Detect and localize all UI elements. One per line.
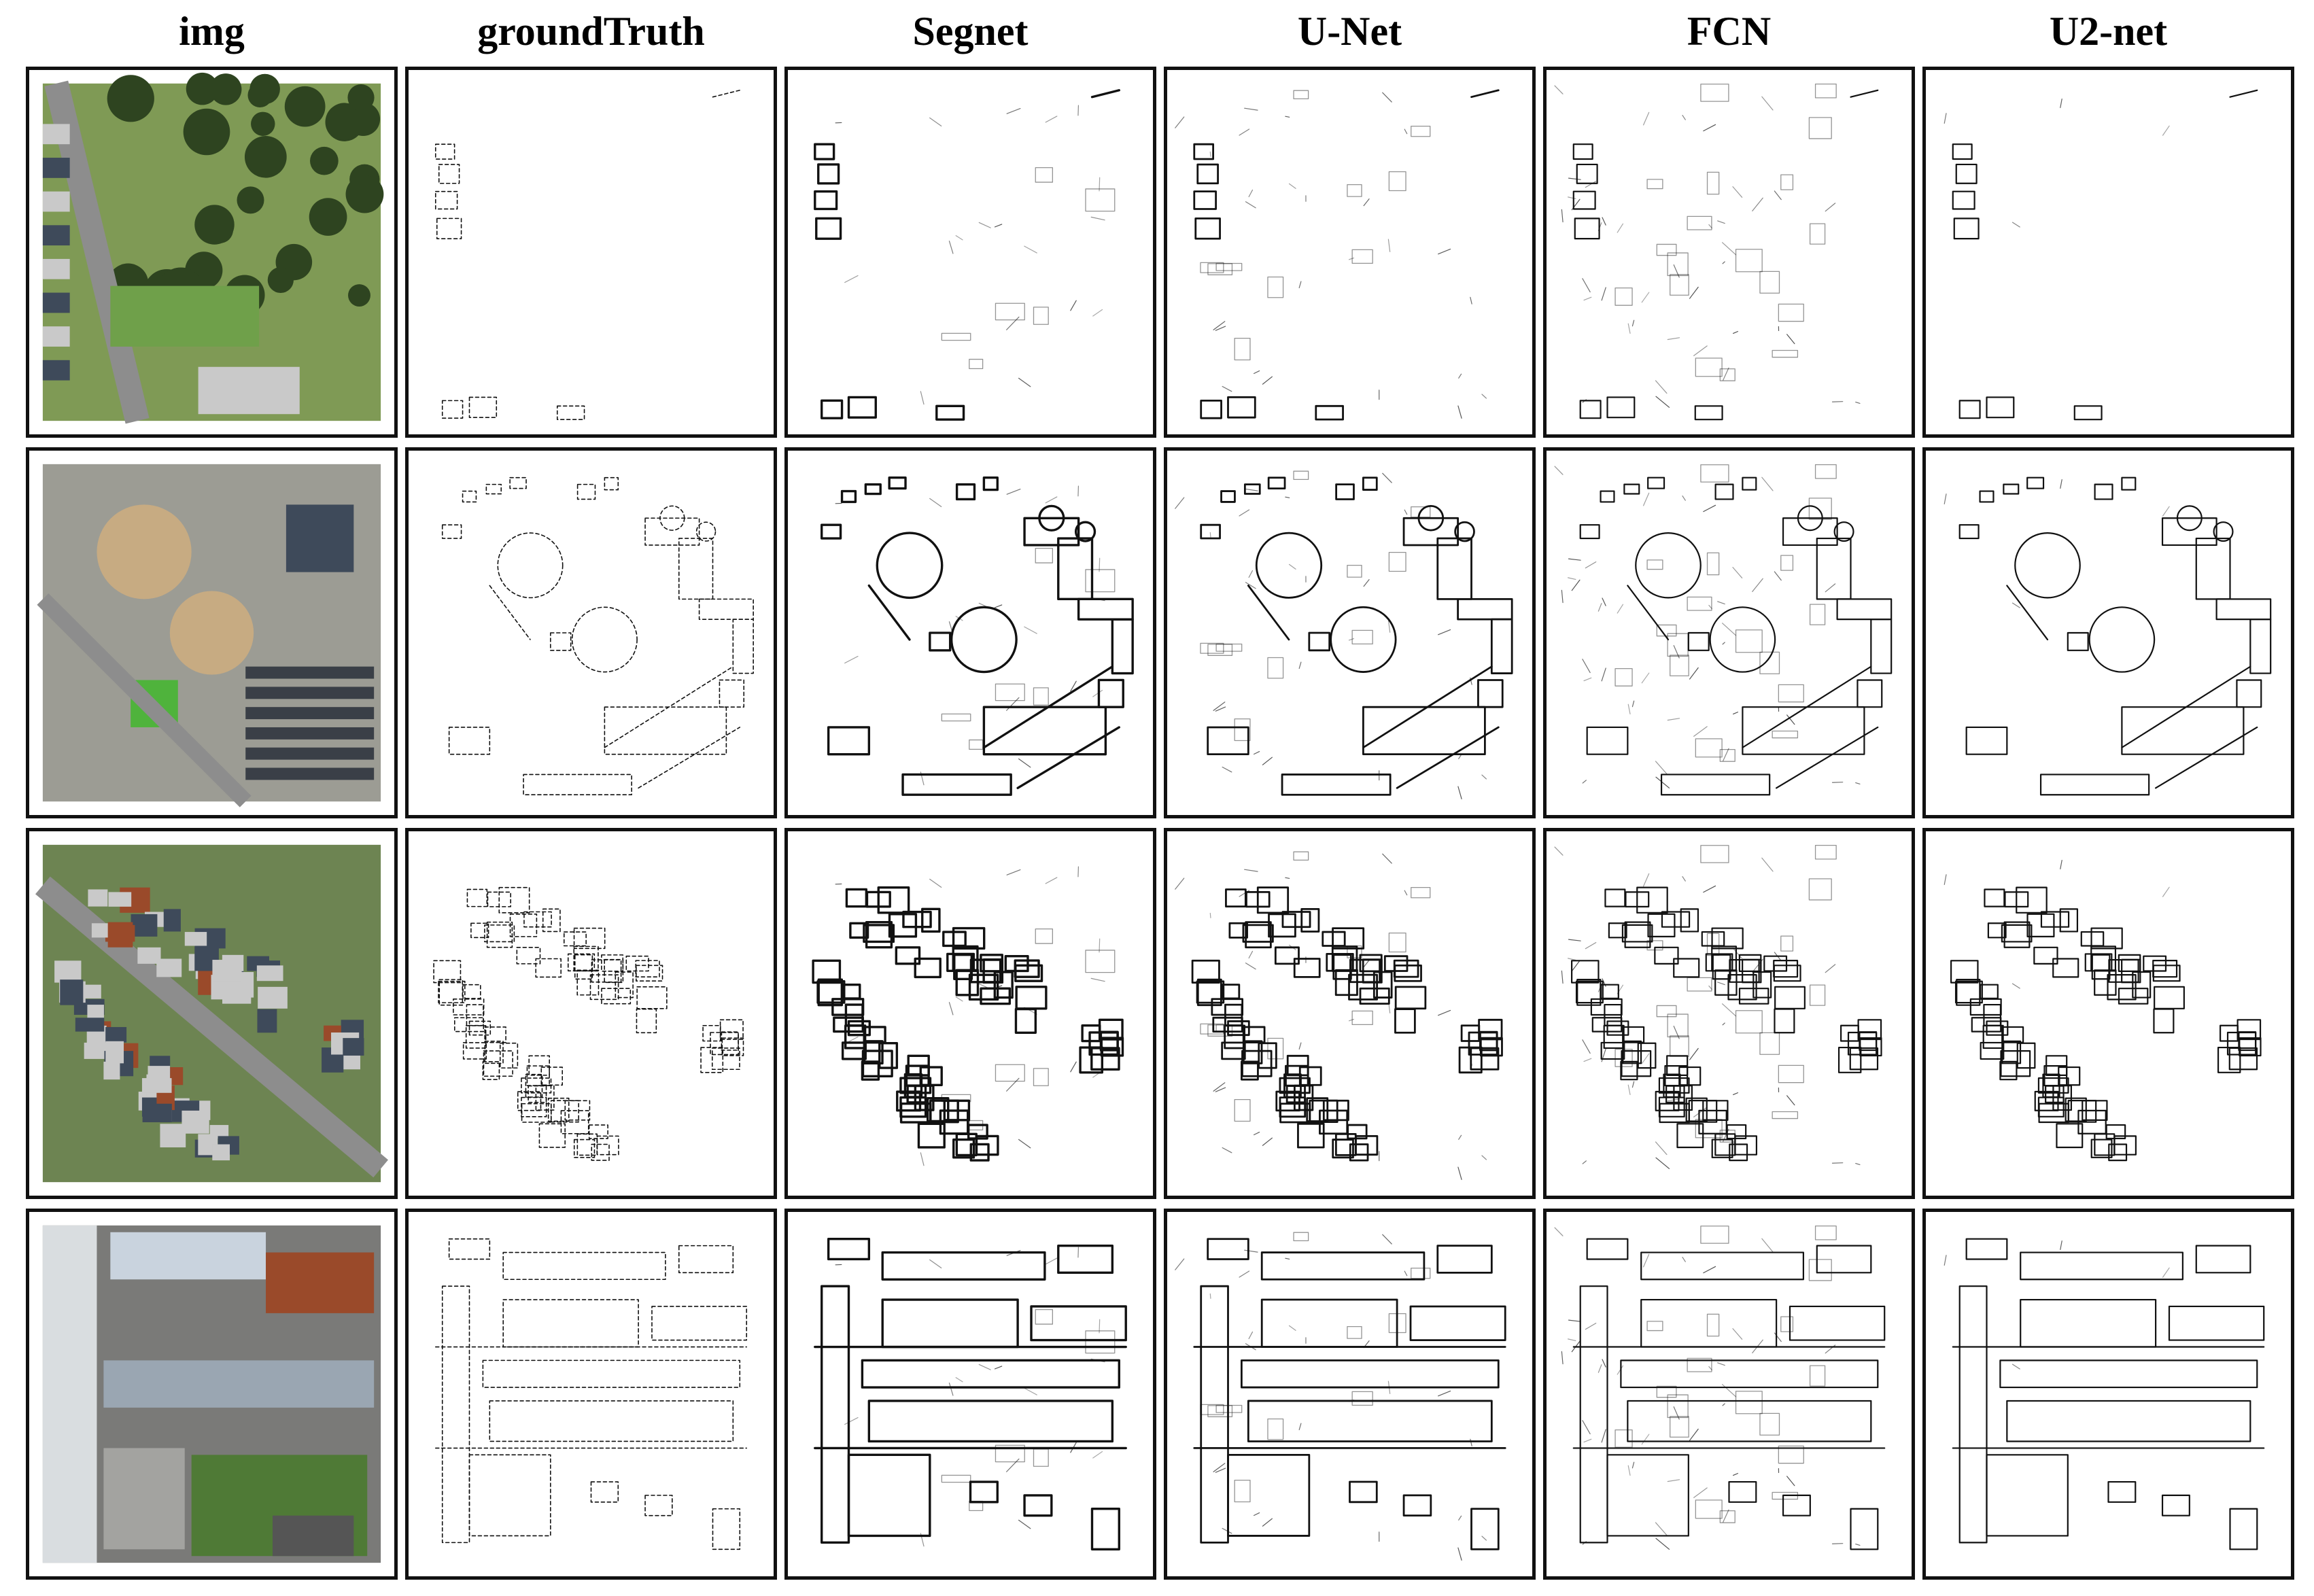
column-header-ground-truth: groundTruth [477, 8, 705, 54]
edge-map [433, 886, 744, 1161]
cell-row-3-unet [1164, 828, 1536, 1199]
edge-map [1554, 1225, 1886, 1550]
cell-row-1-unet [1164, 67, 1536, 438]
column-header-u2net: U2-net [2049, 8, 2168, 54]
aerial-photo [42, 1225, 381, 1563]
edge-map [1944, 859, 2262, 1162]
cell-row-3-gt [405, 828, 777, 1199]
cell-row-1-gt [405, 67, 777, 438]
edge-map [1554, 464, 1893, 796]
edge-map [1175, 470, 1513, 799]
cell-row-1-fcn [1543, 67, 1915, 438]
cell-row-3-u2net [1922, 828, 2294, 1199]
aerial-photo [37, 464, 381, 808]
column-header-segnet: Segnet [912, 8, 1029, 54]
edge-map [1175, 89, 1500, 421]
cell-row-1-img [26, 67, 398, 438]
cell-row-4-segnet [784, 1209, 1156, 1580]
edge-map [1554, 844, 1882, 1169]
cell-row-4-fcn [1543, 1209, 1915, 1580]
cell-row-2-segnet [784, 447, 1156, 818]
edge-map [821, 476, 1134, 796]
edge-map [814, 1238, 1127, 1550]
cell-row-3-segnet [784, 828, 1156, 1199]
cell-row-4-img [26, 1209, 398, 1580]
edge-map [1944, 476, 2272, 796]
edge-map [1554, 83, 1879, 421]
cell-row-3-img [26, 828, 398, 1199]
edge-map [1175, 1232, 1506, 1561]
aerial-photo [42, 72, 384, 424]
cell-row-2-unet [1164, 447, 1536, 818]
aerial-photo [35, 844, 388, 1183]
cell-row-2-u2net [1922, 447, 2294, 818]
edge-map [441, 476, 754, 796]
cell-row-3-fcn [1543, 828, 1915, 1199]
cell-row-4-gt [405, 1209, 777, 1580]
cell-row-2-fcn [1543, 447, 1915, 818]
edge-map [1944, 89, 2258, 421]
cell-row-4-unet [1164, 1209, 1536, 1580]
edge-map [434, 1238, 748, 1550]
column-header-fcn: FCN [1687, 8, 1772, 54]
cell-row-2-gt [405, 447, 777, 818]
edge-map [814, 89, 1120, 421]
cell-row-1-u2net [1922, 67, 2294, 438]
column-header-img: img [179, 8, 245, 54]
cell-row-1-segnet [784, 67, 1156, 438]
cell-row-2-img [26, 447, 398, 818]
edge-map [812, 866, 1124, 1166]
cell-row-4-u2net [1922, 1209, 2294, 1580]
edge-map [1175, 851, 1503, 1180]
edge-map [1944, 1238, 2265, 1550]
edge-map [434, 89, 741, 420]
column-header-unet: U-Net [1297, 8, 1402, 54]
